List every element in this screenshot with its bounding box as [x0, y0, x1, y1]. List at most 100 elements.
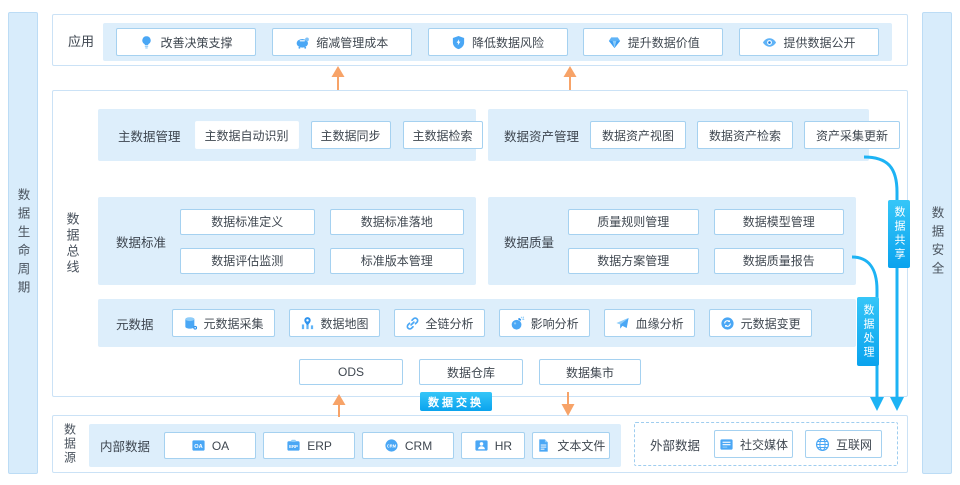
- application-section: 应用 改善决策支撑 缩减管理成本 降低数据风险 提升数据价值 提供数据公开: [52, 14, 908, 66]
- node-label: 质量规则管理: [597, 215, 670, 229]
- data-share-badge: 数据共享: [888, 200, 910, 268]
- globe-icon: [815, 437, 830, 452]
- node-label: 数据资产检索: [709, 128, 782, 143]
- node-label: 影响分析: [530, 316, 579, 331]
- data-bus-label-wrap: 数据总线: [53, 91, 91, 396]
- node-label: 资产采集更新: [816, 128, 889, 143]
- node-erp: ERP ERP: [263, 432, 356, 459]
- node-label: 元数据采集: [203, 316, 264, 331]
- data-standard-label: 数据标准: [116, 235, 167, 250]
- node-label: 数据方案管理: [597, 254, 670, 268]
- erp-icon: ERP: [286, 438, 301, 453]
- node-data-map: 数据地图: [288, 309, 380, 337]
- map-icon: [300, 316, 315, 331]
- crm-icon: CRM: [384, 438, 399, 453]
- node-open-data: 提供数据公开: [739, 28, 879, 56]
- node-label: 提升数据价值: [627, 35, 700, 50]
- data-lifecycle-bar: 数据生命周期: [8, 12, 38, 474]
- master-data-panel: 主数据管理 主数据自动识别 主数据同步 主数据检索: [98, 109, 483, 161]
- node-label: 数据仓库: [446, 365, 495, 380]
- application-panel: 改善决策支撑 缩减管理成本 降低数据风险 提升数据价值 提供数据公开: [103, 23, 892, 61]
- data-source-label: 数据源: [62, 423, 77, 465]
- data-process-badge: 数据处理: [857, 297, 879, 366]
- node-label: HR: [494, 438, 513, 453]
- oa-icon: OA: [191, 438, 206, 453]
- node-label: CRM: [404, 438, 433, 453]
- data-standard-panel: 数据标准 数据标准定义 数据标准落地 数据评估监测 标准版本管理: [98, 197, 476, 285]
- node-social-media: 社交媒体: [714, 430, 793, 458]
- up-arrow: [332, 394, 346, 417]
- text-file-icon: [536, 438, 551, 453]
- link-icon: [405, 316, 420, 331]
- data-lifecycle-label: 数据生命周期: [15, 187, 30, 299]
- node-quality-plan: 数据方案管理: [568, 247, 699, 274]
- database-icon: [183, 316, 198, 331]
- node-master-sync: 主数据同步: [310, 121, 391, 149]
- node-standard-evaluate: 数据评估监测: [180, 247, 315, 274]
- node-oa: OA OA: [164, 432, 257, 459]
- node-label: 改善决策支撑: [160, 35, 233, 50]
- node-full-chain-analysis: 全链分析: [393, 309, 485, 337]
- node-label: 提供数据公开: [783, 35, 856, 50]
- node-crm: CRM CRM: [362, 432, 455, 459]
- node-label: 数据资产视图: [602, 128, 675, 143]
- internal-data-label: 内部数据: [100, 440, 151, 454]
- node-internet: 互联网: [804, 430, 882, 458]
- svg-text:CRM: CRM: [387, 443, 397, 448]
- node-improve-decision: 改善决策支撑: [116, 28, 256, 56]
- node-label: 文本文件: [557, 439, 606, 453]
- external-data-label: 外部数据: [650, 438, 701, 453]
- data-bus-label: 数据总线: [64, 211, 80, 276]
- node-data-model: 数据模型管理: [713, 208, 844, 235]
- data-asset-panel: 数据资产管理 数据资产视图 数据资产检索 资产采集更新: [488, 109, 901, 161]
- node-master-search: 主数据检索: [402, 121, 483, 149]
- node-master-auto-identify: 主数据自动识别: [194, 121, 299, 149]
- node-standard-define: 数据标准定义: [180, 208, 315, 235]
- eye-icon: [762, 35, 777, 50]
- impact-icon: [510, 315, 525, 331]
- node-reduce-cost: 缩减管理成本: [271, 28, 412, 56]
- data-quality-panel: 数据质量 质量规则管理 数据模型管理 数据方案管理 数据质量报告: [488, 197, 856, 285]
- node-label: 主数据同步: [320, 128, 381, 143]
- data-security-bar: 数据安全: [922, 12, 952, 474]
- node-data-mart: 数据集市: [539, 359, 641, 385]
- change-icon: [720, 316, 735, 331]
- node-asset-view: 数据资产视图: [590, 121, 687, 149]
- node-label: 降低数据风险: [471, 35, 544, 50]
- metadata-panel: 元数据 元数据采集 数据地图 全链分析 影响分析 血缘分析: [98, 299, 856, 347]
- node-reduce-risk: 降低数据风险: [427, 28, 568, 56]
- svg-text:ERP: ERP: [289, 444, 298, 449]
- node-asset-collect-update: 资产采集更新: [804, 121, 901, 149]
- gem-icon: [607, 35, 622, 50]
- hr-icon: [474, 438, 489, 453]
- data-share-label: 数据共享: [893, 206, 905, 262]
- data-process-label: 数据处理: [862, 303, 874, 360]
- node-label: 数据标准定义: [211, 215, 284, 229]
- internal-data-panel: 内部数据 OA OA ERP ERP CRM CRM HR 文本文件: [89, 424, 621, 467]
- node-asset-search: 数据资产检索: [697, 121, 794, 149]
- node-label: 数据评估监测: [211, 254, 284, 268]
- node-label: 血缘分析: [635, 316, 684, 331]
- lineage-icon: [615, 316, 630, 331]
- data-standard-grid: 数据标准定义 数据标准落地 数据评估监测 标准版本管理: [180, 208, 464, 274]
- node-quality-report: 数据质量报告: [713, 247, 844, 274]
- node-standard-landing: 数据标准落地: [329, 208, 464, 235]
- node-metadata-collect: 元数据采集: [171, 309, 275, 337]
- node-ods: ODS: [299, 359, 403, 385]
- node-label: ERP: [307, 438, 332, 453]
- data-exchange-badge: 数据交换: [420, 392, 492, 411]
- piggy-bank-icon: [295, 35, 310, 50]
- node-label: 全链分析: [425, 316, 474, 331]
- up-arrow: [331, 66, 345, 90]
- node-lineage-analysis: 血缘分析: [603, 309, 695, 337]
- master-data-label: 主数据管理: [118, 129, 181, 144]
- node-hr: HR: [461, 432, 525, 459]
- node-impact-analysis: 影响分析: [498, 309, 590, 337]
- up-arrow: [563, 66, 577, 90]
- application-section-label: 应用: [68, 33, 95, 49]
- node-label: 社交媒体: [739, 437, 788, 452]
- node-label: 数据模型管理: [742, 215, 815, 229]
- node-label: 互联网: [835, 437, 872, 452]
- node-label: 数据质量报告: [742, 254, 815, 268]
